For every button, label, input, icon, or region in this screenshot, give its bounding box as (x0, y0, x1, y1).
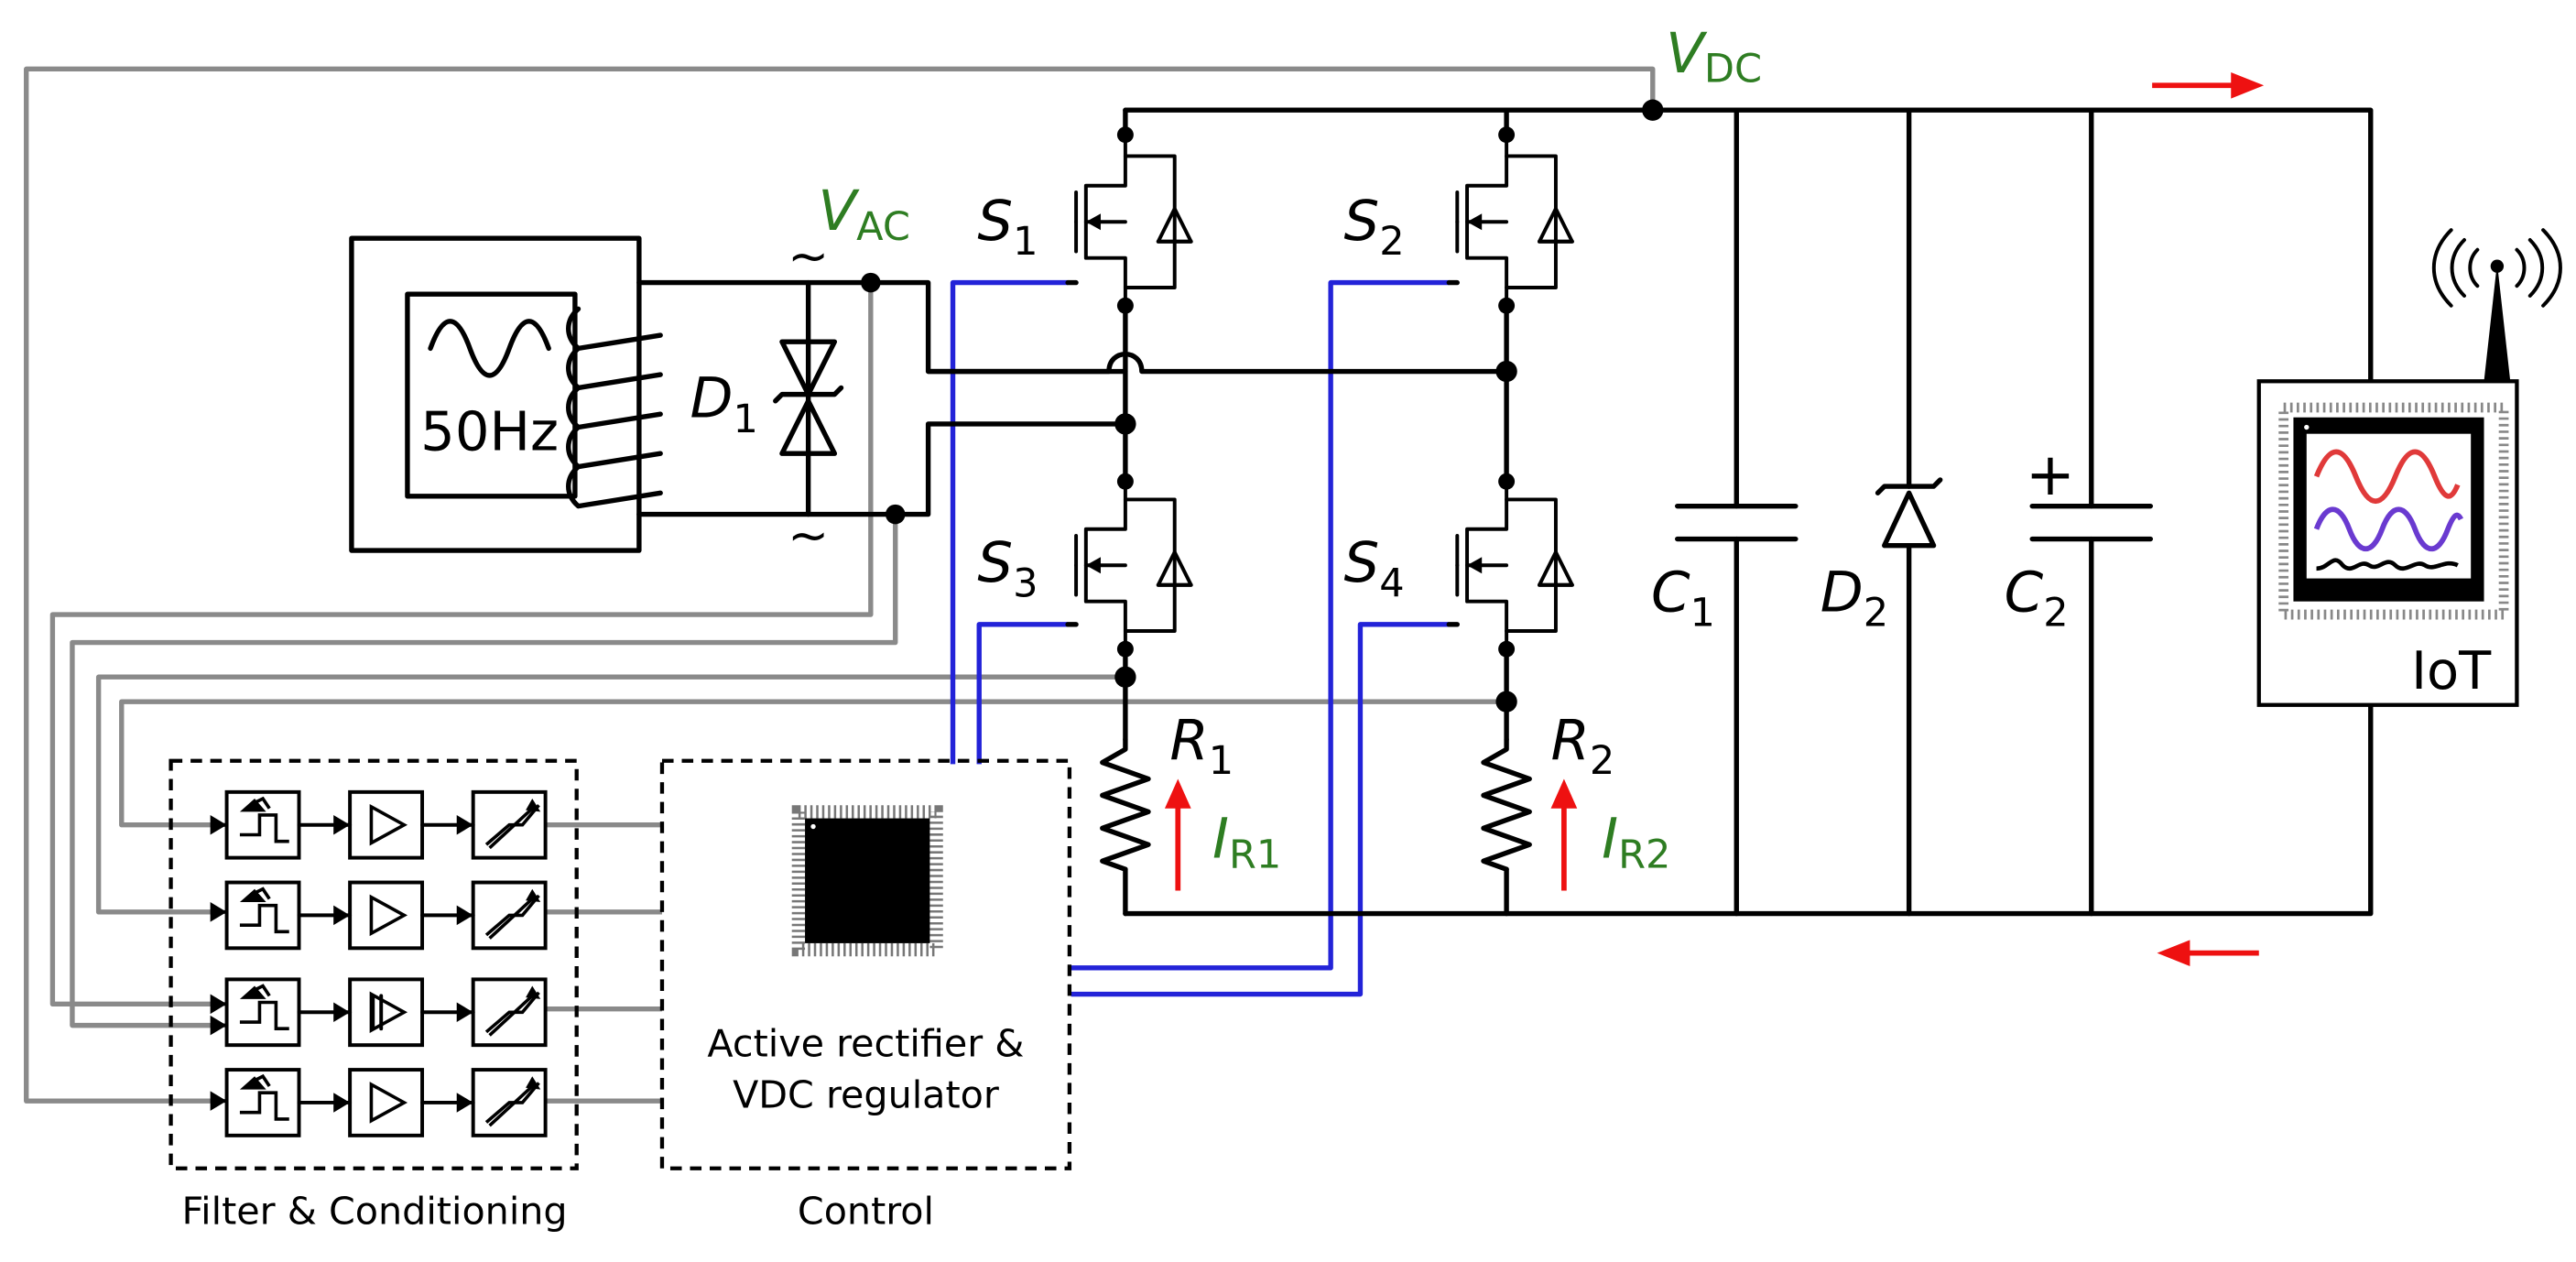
iot-label: IoT (2411, 640, 2492, 702)
gate-s2-wire (1071, 279, 1450, 971)
ir1-label: IR1 (1212, 807, 1281, 878)
control-block: Active rectifier & VDC regulator Control (659, 758, 1072, 1234)
antenna-icon (2432, 228, 2562, 382)
s1-label: S1 (977, 189, 1038, 265)
filter-conditioning-block: Filter & Conditioning (168, 758, 579, 1234)
power-flow-arrow-bottom (2157, 940, 2259, 967)
filter-chain-1 (224, 789, 548, 860)
chip-pins (2278, 402, 2509, 620)
junction-dots (861, 99, 1664, 713)
ir2-sense-wire (119, 699, 1507, 828)
d1-label: D1 (690, 366, 757, 442)
s3-label: S3 (977, 530, 1038, 606)
source-frequency: 50Hz (420, 400, 559, 463)
r2-label: R2 (1551, 708, 1615, 784)
microcontroller-chip (791, 805, 943, 957)
gate-drive-wires (950, 279, 1450, 997)
filter-caption: Filter & Conditioning (181, 1190, 567, 1234)
filter-chain-3 (224, 977, 548, 1048)
tilde-top: ~ (788, 227, 829, 285)
resistor-r2 (1481, 736, 1532, 872)
waveform-red (2313, 449, 2461, 505)
iot-device: IoT (2256, 228, 2562, 707)
signal-wires (24, 66, 1656, 1104)
d2-label: D2 (1821, 560, 1888, 636)
gate-s1-wire (950, 279, 1069, 765)
dc-bus (1123, 107, 2374, 917)
switch-s1 (1074, 137, 1193, 306)
switch-s3 (1074, 481, 1193, 649)
filter-chain-2 (224, 880, 548, 951)
bridge-leg-1 (925, 107, 1509, 917)
s4-label: S4 (1343, 530, 1404, 606)
capacitor-c1 (1674, 107, 1799, 917)
gate-s4-wire (1071, 622, 1450, 997)
current-arrow-r1 (1164, 778, 1191, 891)
vac-sense-wire-a (49, 282, 874, 1006)
ir1-sense-wire (95, 674, 1125, 915)
c2-polarity: + (2026, 441, 2075, 509)
current-arrow-r2 (1550, 778, 1578, 891)
power-flow-arrow-top (2152, 71, 2265, 99)
diode-d1: D1 (690, 279, 844, 517)
control-caption: Control (798, 1190, 934, 1234)
s2-label: S2 (1343, 189, 1404, 265)
control-text-line2: VDC regulator (733, 1072, 999, 1116)
switch-s4 (1455, 481, 1574, 649)
filter-chain-4 (224, 1068, 548, 1137)
waveform-black (2316, 558, 2459, 571)
c2-label: C2 (2005, 560, 2069, 636)
tilde-bottom: ~ (788, 506, 829, 564)
vac-label: VAC (818, 179, 909, 250)
resistor-r1 (1100, 736, 1151, 872)
c1-label: C1 (1651, 560, 1715, 636)
vdc-label: VDC (1666, 21, 1762, 92)
ir2-label: IR2 (1602, 807, 1670, 878)
r1-label: R1 (1169, 708, 1234, 784)
gate-s3-wire (976, 622, 1069, 765)
control-text-line1: Active rectifier & (707, 1022, 1024, 1066)
capacitor-c2 (2029, 107, 2154, 917)
vac-sense-wire-b (70, 514, 898, 1028)
vdc-sense-wire (24, 66, 1656, 1104)
switch-s2 (1455, 137, 1574, 306)
waveform-purple (2313, 506, 2463, 551)
diode-d2 (1875, 107, 1943, 917)
